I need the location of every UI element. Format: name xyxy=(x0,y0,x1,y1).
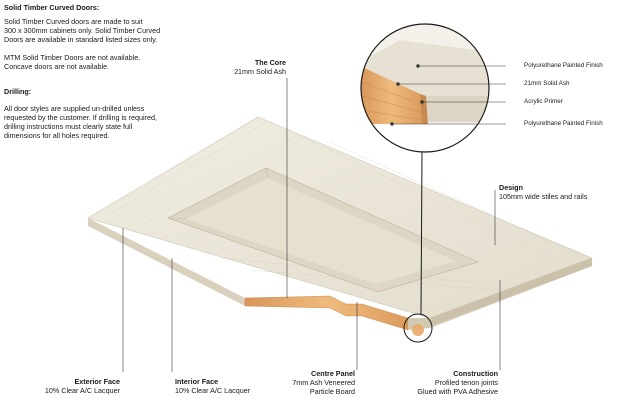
curved-note-line: Doors are available in standard listed s… xyxy=(4,35,158,44)
curved-note-line: Solid Timber Curved doors are made to su… xyxy=(4,17,143,26)
design-title: Design xyxy=(499,183,523,192)
centre-panel-surface xyxy=(186,178,456,284)
curved-doors-heading: Solid Timber Curved Doors: xyxy=(4,3,100,12)
centre-panel-detail: 7mm Ash Veneered xyxy=(292,378,355,387)
drilling-note-line: drilling instructions must clearly state… xyxy=(4,122,133,131)
centre-panel-title: Centre Panel xyxy=(311,369,355,378)
corner-highlight-circle xyxy=(403,313,433,343)
drilling-note-line: requested by the customer. If drilling i… xyxy=(4,113,158,122)
construction-detail: Glued with PVA Adhesive xyxy=(417,387,498,396)
zoom-label-layer4: Polyurethane Painted Finish xyxy=(524,120,603,127)
door-front-edge xyxy=(88,218,245,306)
mtm-note-line: Concave doors are not available. xyxy=(4,62,110,71)
interior-face-detail: 10% Clear A/C Lacquer xyxy=(175,386,251,395)
mtm-note-line: MTM Solid Timber Doors are not available… xyxy=(4,53,141,62)
construction-detail: Profiled tenon joints xyxy=(434,378,498,387)
zoom-label-layer3: Acrylic Primer xyxy=(524,98,563,105)
curved-note-line: 300 x 300mm cabinets only. Solid Timber … xyxy=(4,26,161,35)
core-title: The Core xyxy=(254,58,286,67)
zoom-label-layer2: 21mm Solid Ash xyxy=(524,80,570,87)
zoom-label-layer1: Polyurethane Painted Finish xyxy=(524,62,603,69)
design-detail: 105mm wide stiles and rails xyxy=(499,192,588,201)
zoom-detail xyxy=(361,24,489,152)
drilling-note-line: dimensions for all holes required. xyxy=(4,131,110,140)
drilling-note-line: All door styles are supplied un-drilled … xyxy=(4,104,145,113)
centre-panel-detail: Particle Board xyxy=(309,387,355,396)
exterior-face-detail: 10% Clear A/C Lacquer xyxy=(44,386,120,395)
exterior-face-title: Exterior Face xyxy=(74,377,120,386)
drilling-heading: Drilling: xyxy=(4,87,32,96)
core-detail: 21mm Solid Ash xyxy=(234,67,286,76)
construction-title: Construction xyxy=(453,369,498,378)
interior-face-title: Interior Face xyxy=(175,377,219,386)
